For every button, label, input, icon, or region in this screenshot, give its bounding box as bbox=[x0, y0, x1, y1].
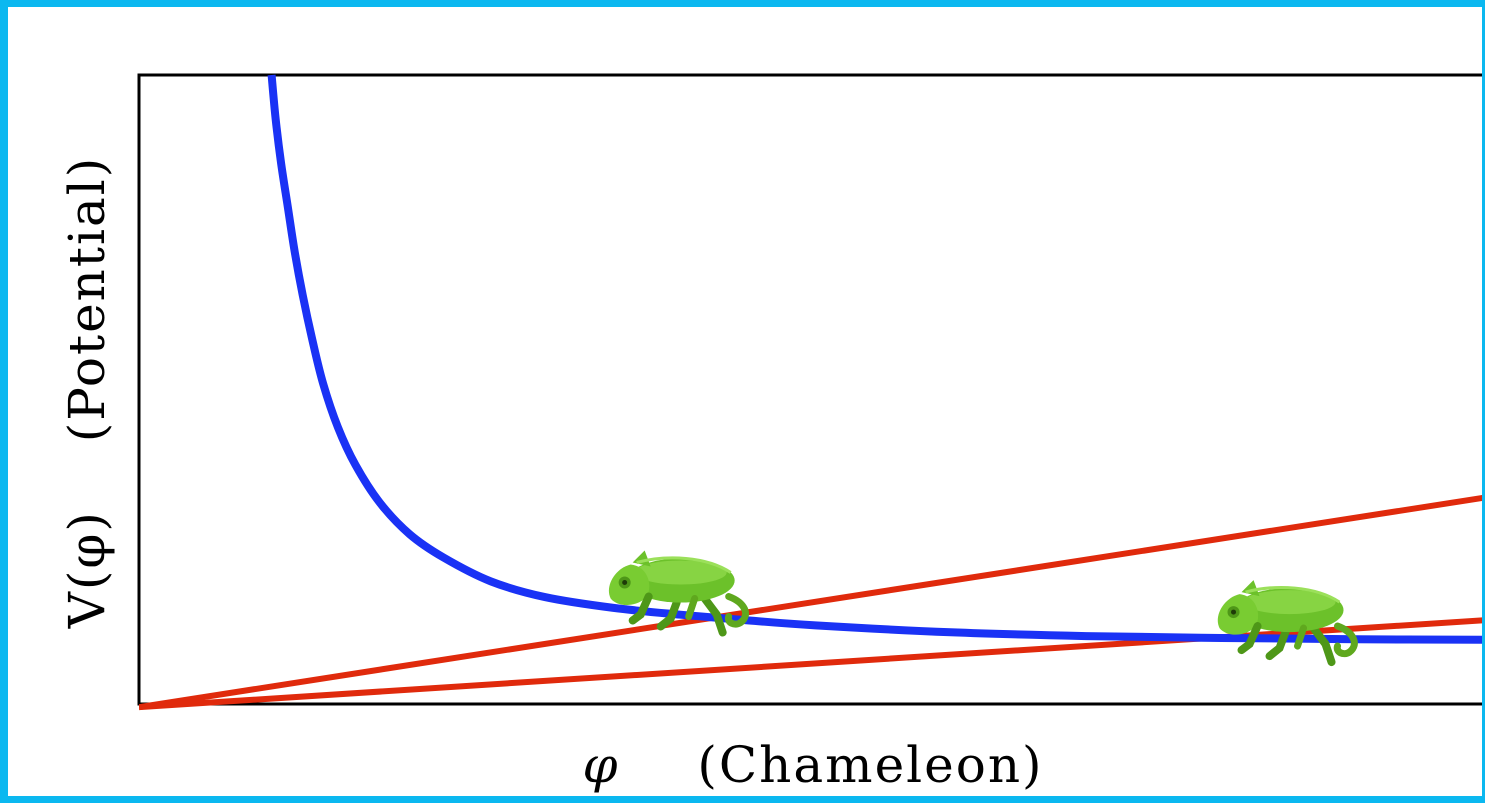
series-layer bbox=[139, 74, 1482, 711]
y-axis-label: V(φ) (Potential) bbox=[58, 156, 116, 630]
y-axis-symbol: V(φ) bbox=[58, 510, 116, 629]
x-axis-symbol: φ bbox=[582, 736, 619, 794]
chameleon-potential-plot: φ (Chameleon) V(φ) (Potential) bbox=[58, 73, 1482, 794]
y-axis-text: (Potential) bbox=[58, 156, 116, 443]
coupling-line-0 bbox=[139, 494, 1482, 711]
chameleon-icon bbox=[608, 550, 749, 637]
coupling-line-1 bbox=[139, 617, 1482, 711]
marker-layer bbox=[608, 550, 1358, 667]
potential-curve-line bbox=[267, 74, 1482, 644]
x-axis-text: (Chameleon) bbox=[697, 736, 1043, 794]
chameleon-icon bbox=[1217, 580, 1358, 667]
x-axis-label: φ (Chameleon) bbox=[582, 736, 1043, 794]
